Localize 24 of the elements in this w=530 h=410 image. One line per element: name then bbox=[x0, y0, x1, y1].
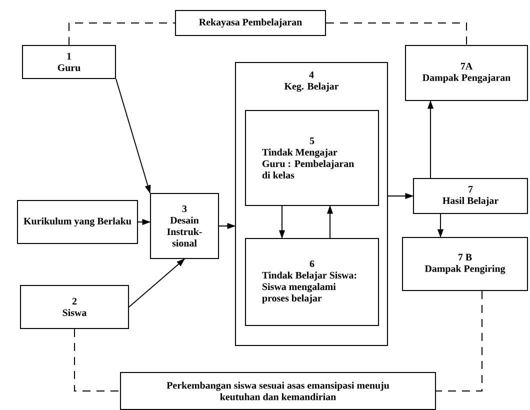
arrow bbox=[279, 206, 285, 238]
arrow bbox=[388, 193, 414, 199]
arrow bbox=[116, 78, 151, 194]
arrow bbox=[428, 100, 434, 178]
arrow bbox=[128, 258, 185, 308]
process-box: 6 Tindak Belajar Siswa: Siswa mengalami proses belajar bbox=[245, 238, 379, 326]
process-box: 7 Hasil Belajar bbox=[413, 178, 528, 214]
process-box: 7A Dampak Pengajaran bbox=[405, 45, 528, 101]
title-box: Rekayasa Pembelajaran bbox=[175, 10, 326, 36]
process-box: 5 Tindak Mengajar Guru : Pembelajaran di kelas bbox=[245, 110, 379, 206]
process-box: 1 Guru bbox=[22, 45, 116, 79]
process-box: 3 Desain Instruk- sional bbox=[150, 193, 219, 259]
process-box: Kurikulum yang Berlaku bbox=[17, 200, 138, 244]
dashed-connector bbox=[326, 22, 467, 46]
arrow bbox=[327, 206, 333, 238]
dashed-connector bbox=[74, 328, 120, 392]
arrow bbox=[138, 219, 150, 225]
process-box: 2 Siswa bbox=[20, 285, 129, 329]
arrow bbox=[438, 214, 444, 238]
dashed-connector bbox=[68, 22, 176, 46]
process-box: 7 B Dampak Pengiring bbox=[402, 237, 528, 291]
dashed-connector bbox=[436, 290, 482, 392]
arrow bbox=[218, 223, 236, 229]
process-box: Perkembangan siswa sesuai asas emansipasi menuju keutuhan dan kemandirian bbox=[120, 372, 436, 410]
